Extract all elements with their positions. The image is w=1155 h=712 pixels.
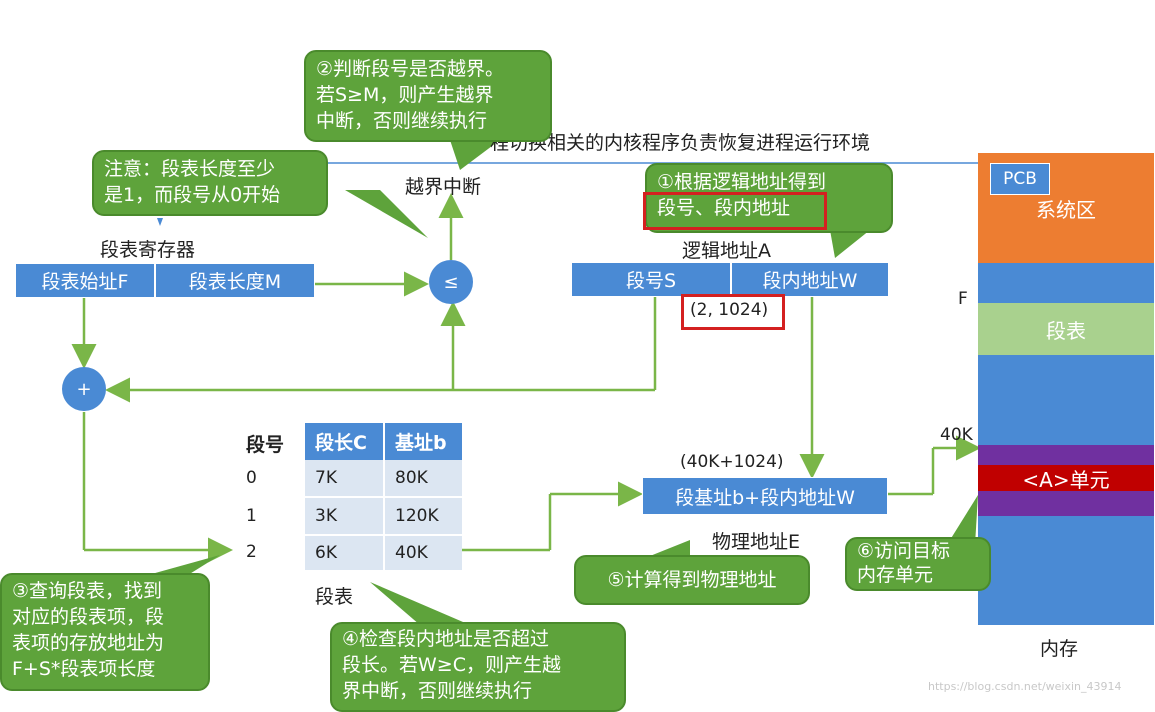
segment-row-2-base: 40K xyxy=(383,536,462,572)
memory-label-f: F xyxy=(958,289,968,309)
callout-1-line-1: ①根据逻辑地址得到 xyxy=(657,171,827,193)
callout-3-line-2: 对应的段表项，段 xyxy=(12,606,165,628)
segment-row-0-num: 0 xyxy=(246,468,257,488)
segment-row-0-base: 80K xyxy=(383,460,462,498)
memory-block-3 xyxy=(978,516,1154,625)
segment-offset-highlight xyxy=(643,192,827,230)
callout-6-line-2: 内存单元 xyxy=(857,564,934,586)
segment-table-length-cell: 段表长度M xyxy=(155,263,315,298)
callout-note: 注意：段表长度至少 是1，而段号从0开始 xyxy=(92,150,328,216)
physical-address-formula: 段基址b+段内地址W xyxy=(642,477,888,515)
segment-row-0-length: 7K xyxy=(305,460,383,498)
segment-row-1-base: 120K xyxy=(383,498,462,536)
callout-access-memory: ⑥访问目标 内存单元 xyxy=(845,537,991,591)
segment-number-cell: 段号S xyxy=(571,262,731,297)
memory-block-2 xyxy=(978,355,1154,445)
top-caption: 程切换相关的内核程序负责恢复进程运行环境 xyxy=(490,132,871,154)
memory-caption: 内存 xyxy=(1040,638,1079,660)
compare-node: ≤ xyxy=(429,260,473,304)
logical-address-title: 逻辑地址A xyxy=(682,240,771,262)
callout-compute-physical: ⑤计算得到物理地址 xyxy=(574,555,810,605)
callout-3-line-4: F+S*段表项长度 xyxy=(12,658,156,680)
segment-register-title: 段表寄存器 xyxy=(100,239,196,261)
segment-offset-cell: 段内地址W xyxy=(731,262,889,297)
memory-target-unit: <A>单元 xyxy=(978,465,1154,492)
memory-segment-bottom xyxy=(978,491,1154,516)
memory-label-40k: 40K xyxy=(940,425,973,445)
callout-4-line-1: ④检查段内地址是否超过 xyxy=(342,628,550,650)
segment-row-2-length: 6K xyxy=(305,536,383,572)
segment-row-1-num: 1 xyxy=(246,506,257,526)
note-line-2: 是1，而段号从0开始 xyxy=(104,184,281,206)
segment-table-start-cell: 段表始址F xyxy=(15,263,155,298)
segment-table-header-num: 段号 xyxy=(246,434,285,456)
physical-address-title: 物理地址E xyxy=(712,531,801,553)
watermark: https://blog.csdn.net/weixin_43914 xyxy=(928,680,1122,693)
physical-address-example: (40K+1024) xyxy=(680,452,784,472)
overflow-interrupt-label: 越界中断 xyxy=(405,176,482,198)
segment-table-caption: 段表 xyxy=(315,586,354,608)
callout-2-line-3: 中断，否则继续执行 xyxy=(316,110,488,132)
memory-segment-table: 段表 xyxy=(978,303,1154,355)
callout-2-line-2: 若S≥M，则产生越界 xyxy=(316,84,494,106)
memory-block-1 xyxy=(978,263,1154,303)
segment-table-header-base: 基址b xyxy=(383,423,462,460)
segment-row-1-length: 3K xyxy=(305,498,383,536)
memory-segment-top xyxy=(978,445,1154,465)
memory-pcb: PCB xyxy=(990,163,1050,195)
callout-3-line-1: ③查询段表，找到 xyxy=(12,580,163,602)
callout-2-line-1: ②判断段号是否越界。 xyxy=(316,58,505,80)
callout-check-offset: ④检查段内地址是否超过 段长。若W≥C，则产生越 界中断，否则继续执行 xyxy=(330,622,626,712)
callout-3-line-3: 表项的存放地址为 xyxy=(12,632,165,654)
callout-1-line-2: 段号、段内地址 xyxy=(657,197,791,219)
callout-get-address-parts: ①根据逻辑地址得到 段号、段内地址 xyxy=(645,163,893,233)
callout-check-segment-number: ②判断段号是否越界。 若S≥M，则产生越界 中断，否则继续执行 xyxy=(304,50,552,142)
logical-address-example: (2, 1024) xyxy=(690,300,769,320)
note-line-1: 注意：段表长度至少 xyxy=(104,158,276,180)
logical-address-highlight xyxy=(681,294,785,330)
add-node: + xyxy=(62,367,106,411)
callout-6-line-1: ⑥访问目标 xyxy=(857,540,951,562)
callout-4-line-2: 段长。若W≥C，则产生越 xyxy=(342,654,561,676)
callout-4-line-3: 界中断，否则继续执行 xyxy=(342,680,533,702)
segment-table-header-length: 段长C xyxy=(305,423,383,460)
callout-lookup-segment-table: ③查询段表，找到 对应的段表项，段 表项的存放地址为 F+S*段表项长度 xyxy=(0,573,210,691)
segment-row-2-num: 2 xyxy=(246,542,257,562)
